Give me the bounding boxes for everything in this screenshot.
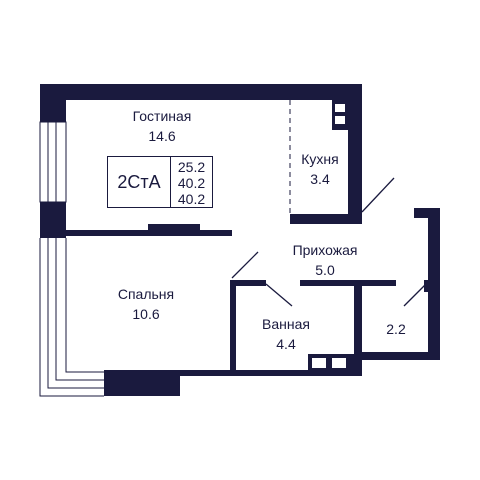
apartment-type: 2СтА — [107, 156, 171, 208]
bathroom-vent — [308, 354, 354, 372]
window-upper — [39, 121, 67, 203]
apartment-badge: 2СтА 25.2 40.2 40.2 — [107, 156, 213, 208]
room-kitchen-area: 3.4 — [310, 171, 330, 187]
wall-left-middle — [40, 202, 66, 238]
room-hallway: Прихожая 5.0 — [265, 240, 385, 280]
wall-bottom-thin — [176, 370, 356, 376]
wall-storage-stub — [424, 280, 430, 292]
room-bathroom-name: Ванная — [262, 316, 310, 332]
door-kitchen — [361, 177, 395, 213]
wall-bathroom-left — [230, 280, 236, 376]
apartment-areas: 25.2 40.2 40.2 — [170, 156, 213, 208]
vent — [332, 100, 348, 130]
door-bedroom — [231, 251, 259, 279]
room-kitchen: Кухня 3.4 — [260, 149, 380, 189]
room-hallway-name: Прихожая — [292, 242, 358, 258]
room-storage: 2.2 — [336, 319, 456, 339]
door-storage — [403, 283, 427, 307]
wall-storage-bottom — [356, 352, 440, 360]
room-storage-area: 2.2 — [386, 321, 406, 337]
wall-storage-top — [414, 208, 440, 218]
room-living-name: Гостиная — [132, 108, 192, 124]
room-bathroom: Ванная 4.4 — [226, 314, 346, 354]
room-bedroom-name: Спальня — [117, 286, 175, 302]
wall-top — [40, 84, 362, 100]
wall-right-upper — [348, 84, 362, 224]
windows — [39, 121, 104, 397]
area-total: 40.2 — [177, 175, 206, 191]
room-bedroom-area: 10.6 — [132, 306, 160, 322]
wall-bathroom-right — [354, 280, 362, 376]
room-hallway-area: 5.0 — [315, 262, 335, 278]
wall-bedroom-bottom — [104, 370, 180, 396]
walls — [40, 84, 440, 396]
wall-partition-thick — [148, 224, 200, 236]
door-bathroom — [265, 283, 293, 307]
wall-left-upper — [40, 84, 66, 122]
wall-storage-right — [428, 208, 440, 360]
wall-bathroom-top — [230, 280, 266, 286]
doors — [231, 177, 427, 307]
room-living-area: 14.6 — [148, 128, 176, 144]
wall-hallway-bottom — [300, 280, 396, 286]
wall-kitchen-bottom — [290, 214, 362, 224]
area-total-with-balcony: 40.2 — [177, 191, 206, 207]
room-bathroom-area: 4.4 — [276, 336, 296, 352]
room-bedroom: Спальня 10.6 — [86, 284, 206, 324]
balcony-frame — [39, 238, 104, 397]
room-kitchen-name: Кухня — [301, 151, 339, 167]
area-living: 25.2 — [177, 159, 206, 175]
room-living: Гостиная 14.6 — [102, 106, 222, 146]
